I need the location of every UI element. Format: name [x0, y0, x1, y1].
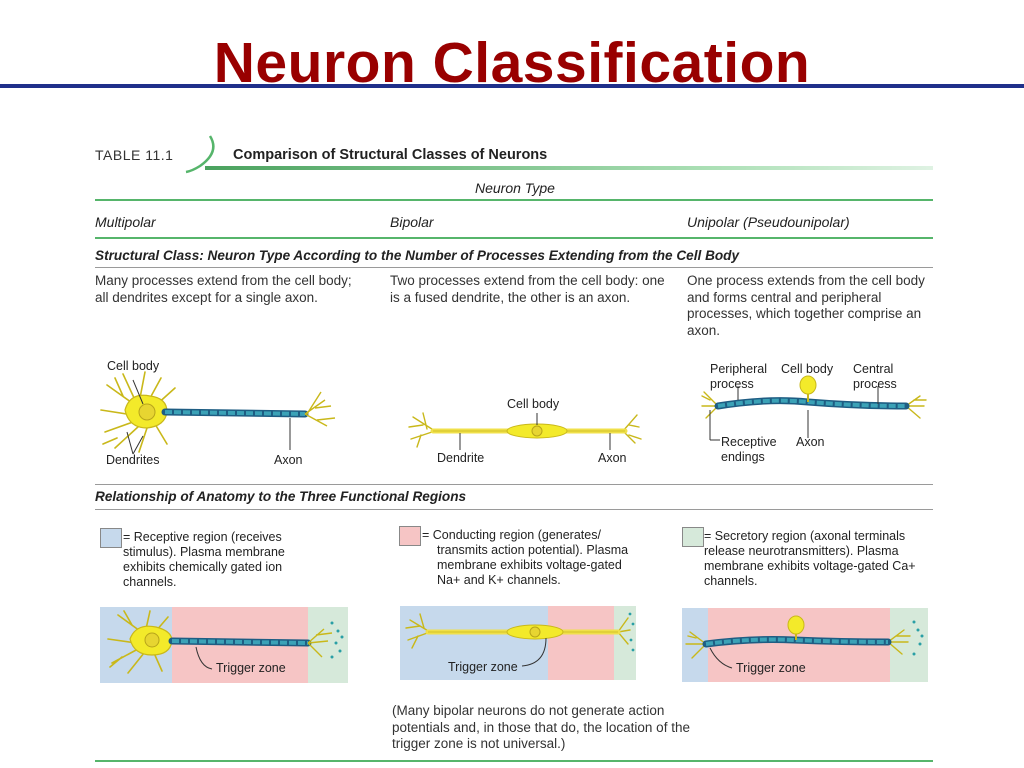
rule-4: [95, 484, 933, 485]
swatch-conducting: [399, 526, 421, 546]
label-cell-body-unipolar: Cell body: [781, 362, 834, 376]
label-axon-multipolar: Axon: [274, 453, 303, 467]
rule-3: [95, 267, 933, 268]
trigger-zone-label-multipolar: Trigger zone: [216, 661, 286, 675]
footnote: (Many bipolar neurons do not generate ac…: [392, 703, 690, 751]
functional-bipolar-diagram: [400, 606, 636, 680]
caption-bar: [205, 166, 933, 170]
legend-secretory: = Secretory region (axonal terminals rel…: [704, 529, 916, 588]
label-dendrite: Dendrite: [437, 451, 485, 465]
structural-text-bipolar: Two processes extend from the cell body:…: [390, 273, 665, 305]
label-central-process: Central process: [853, 362, 897, 391]
table-swoosh: [185, 135, 215, 174]
neuron-type-header: Neuron Type: [475, 180, 555, 196]
label-peripheral-process: Peripheral process: [710, 362, 767, 391]
functional-multipolar-diagram: [100, 607, 348, 683]
swatch-receptive: [100, 528, 122, 548]
rule-1: [95, 199, 933, 201]
swatch-secretory: [682, 527, 704, 547]
functional-heading: Relationship of Anatomy to the Three Fun…: [95, 489, 467, 504]
legend-conducting-line1: = Conducting region (generates/: [422, 528, 601, 542]
bipolar-neuron-diagram: [408, 412, 642, 450]
unipolar-neuron-diagram: [701, 375, 927, 441]
label-axon-unipolar: Axon: [796, 435, 825, 449]
col-bipolar: Bipolar: [390, 214, 434, 230]
col-multipolar: Multipolar: [95, 214, 156, 230]
label-cell-body-multipolar: Cell body: [107, 359, 160, 373]
table-number: TABLE 11.1: [95, 147, 174, 163]
functional-unipolar-diagram: [682, 608, 928, 682]
trigger-zone-label-bipolar: Trigger zone: [448, 660, 518, 674]
multipolar-neuron-diagram: [100, 371, 336, 455]
label-receptive-endings: Receptive endings: [721, 435, 777, 464]
rule-2: [95, 237, 933, 239]
trigger-zone-label-unipolar: Trigger zone: [736, 661, 806, 675]
legend-receptive: = Receptive region (receives stimulus). …: [123, 530, 285, 589]
table-caption: Comparison of Structural Classes of Neur…: [233, 147, 548, 163]
structural-text-multipolar: Many processes extend from the cell body…: [95, 273, 352, 305]
title-underline: [0, 84, 1024, 88]
structural-heading: Structural Class: Neuron Type According …: [95, 248, 740, 263]
bottom-rule: [95, 760, 933, 762]
structural-text-unipolar: One process extends from the cell body a…: [687, 273, 925, 338]
label-dendrites: Dendrites: [106, 453, 160, 467]
label-cell-body-bipolar: Cell body: [507, 397, 560, 411]
label-axon-bipolar: Axon: [598, 451, 627, 465]
col-unipolar: Unipolar (Pseudounipolar): [687, 214, 850, 230]
legend-conducting-rest: transmits action potential). Plasma memb…: [437, 543, 629, 587]
rule-5: [95, 509, 933, 510]
